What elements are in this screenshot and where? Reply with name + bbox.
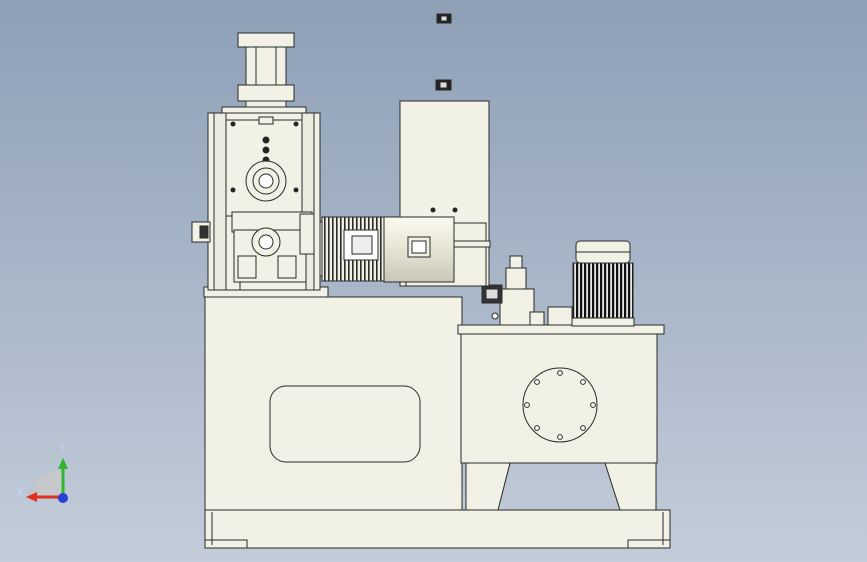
triad-y-label: Y (59, 443, 66, 454)
triad-x-label: X (16, 487, 23, 498)
machine-base-frame (203, 286, 463, 511)
cylinder-actuator (237, 32, 295, 108)
floating-fitting-top (436, 13, 452, 24)
pump-motor (547, 240, 635, 327)
worm-gearbox (231, 211, 315, 291)
floating-fitting-mid (435, 79, 452, 91)
electric-motor (311, 216, 455, 283)
gear-housing (191, 106, 321, 291)
coordinate-triad (26, 458, 68, 503)
base-plate (204, 509, 671, 549)
hydraulic-tank (457, 324, 665, 511)
valve-block (481, 255, 545, 326)
